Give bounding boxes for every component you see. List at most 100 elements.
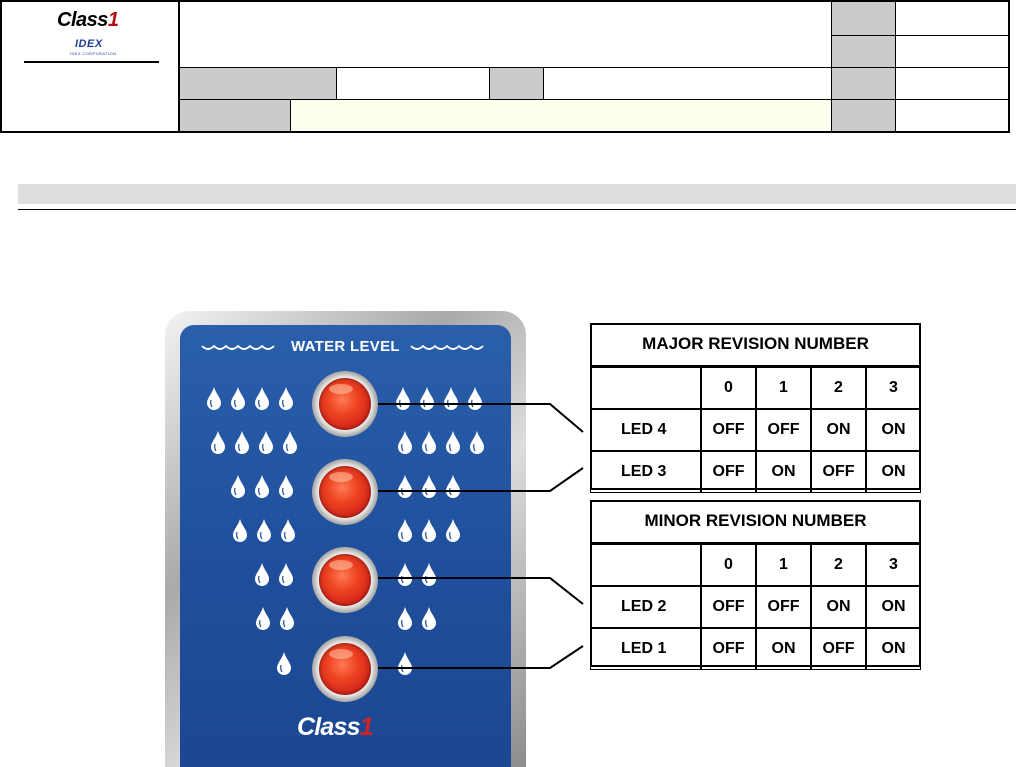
document-header: Class1 IDEX IDEX CORPORATION	[0, 0, 1010, 133]
table-cell: OFF	[811, 628, 866, 670]
water-drop-icon	[279, 475, 293, 498]
water-drop-icon	[280, 607, 294, 630]
table-column-header: 2	[811, 544, 866, 586]
table-cell: ON	[866, 409, 921, 451]
idex-logo: IDEX	[75, 38, 103, 50]
led-1-glint	[329, 649, 353, 659]
logo-divider	[24, 61, 159, 63]
water-drop-icon	[255, 387, 269, 410]
water-drop-icon	[422, 519, 436, 542]
table-column-header: 2	[811, 367, 866, 409]
row3-value-1	[337, 68, 490, 100]
table-row-label: LED 2	[590, 586, 701, 628]
idex-corporation-text: IDEX CORPORATION	[70, 51, 117, 56]
table-cell: ON	[866, 628, 921, 670]
section-divider	[18, 209, 1016, 210]
table-column-header: 3	[866, 367, 921, 409]
table-cell: OFF	[701, 628, 756, 670]
document-title-cell	[180, 2, 832, 68]
major-revision-title: MAJOR REVISION NUMBER	[590, 323, 921, 367]
water-drop-icon	[470, 431, 484, 454]
class1-logo: Class1	[57, 9, 119, 31]
water-drop-icon	[446, 431, 460, 454]
water-drop-icon	[235, 431, 249, 454]
water-drop-icon	[422, 563, 436, 586]
meta-label-2	[832, 36, 896, 68]
table-cell: ON	[756, 628, 811, 670]
water-drop-icon	[231, 475, 245, 498]
water-drop-icon	[422, 431, 436, 454]
table-header-blank	[590, 367, 701, 409]
row4-label	[180, 100, 291, 131]
table-cell: ON	[756, 451, 811, 493]
row3-label-2	[490, 68, 544, 100]
water-drop-icon	[256, 607, 270, 630]
water-drop-icon	[211, 431, 225, 454]
table-column-header: 0	[701, 544, 756, 586]
led-4-glint	[329, 384, 353, 394]
water-drop-icon	[398, 652, 412, 675]
led-2	[312, 547, 378, 613]
meta-label-3	[832, 68, 896, 100]
table-column-header: 0	[701, 367, 756, 409]
water-drop-icon	[398, 607, 412, 630]
water-drop-icon	[468, 387, 482, 410]
water-drop-icon	[231, 387, 245, 410]
meta-value-4	[896, 100, 1008, 131]
table-cell: ON	[811, 409, 866, 451]
led-2-glint	[329, 560, 353, 570]
water-drop-icon	[420, 387, 434, 410]
water-drop-icon	[398, 431, 412, 454]
water-drop-icon	[446, 475, 460, 498]
water-drop-icon	[255, 475, 269, 498]
led-4	[312, 371, 378, 437]
water-drop-icon	[207, 387, 221, 410]
water-drop-icon	[281, 519, 295, 542]
table-cell: OFF	[701, 586, 756, 628]
company-logo-cell: Class1 IDEX IDEX CORPORATION	[2, 2, 180, 131]
water-drop-icon	[422, 475, 436, 498]
meta-label-1	[832, 2, 896, 36]
table-column-header: 1	[756, 367, 811, 409]
water-drop-icon	[233, 519, 247, 542]
table-cell: OFF	[756, 586, 811, 628]
panel-class1-logo: Class1	[297, 713, 374, 741]
water-drop-icon	[444, 387, 458, 410]
water-drop-icon	[396, 387, 410, 410]
water-drop-icon	[283, 431, 297, 454]
water-drop-icon	[446, 519, 460, 542]
table-cell: ON	[866, 586, 921, 628]
led-3-glint	[329, 472, 353, 482]
table-header-blank	[590, 544, 701, 586]
water-drop-icon	[398, 563, 412, 586]
row3-label-1	[180, 68, 337, 100]
table-column-header: 3	[866, 544, 921, 586]
meta-value-2	[896, 36, 1008, 68]
table-column-header: 1	[756, 544, 811, 586]
water-drop-icon	[257, 519, 271, 542]
water-drop-icon	[279, 563, 293, 586]
table-row-label: LED 1	[590, 628, 701, 670]
meta-value-1	[896, 2, 1008, 36]
led-1	[312, 636, 378, 702]
water-drop-icon	[422, 607, 436, 630]
water-drop-icon	[279, 387, 293, 410]
table-cell: ON	[811, 586, 866, 628]
table-cell: ON	[866, 451, 921, 493]
table-cell: OFF	[701, 409, 756, 451]
water-drop-icon	[398, 475, 412, 498]
water-level-label: WATER LEVEL	[291, 338, 400, 355]
table-row-label: LED 4	[590, 409, 701, 451]
section-heading-bar	[18, 184, 1016, 204]
meta-label-4	[832, 100, 896, 131]
row3-value-2	[544, 68, 832, 100]
table-cell: OFF	[701, 451, 756, 493]
led-3	[312, 459, 378, 525]
water-drop-icon	[398, 519, 412, 542]
table-cell: OFF	[811, 451, 866, 493]
water-drop-icon	[277, 652, 291, 675]
row4-value	[291, 100, 832, 131]
water-drop-icon	[259, 431, 273, 454]
meta-value-3	[896, 68, 1008, 100]
table-cell: OFF	[756, 409, 811, 451]
